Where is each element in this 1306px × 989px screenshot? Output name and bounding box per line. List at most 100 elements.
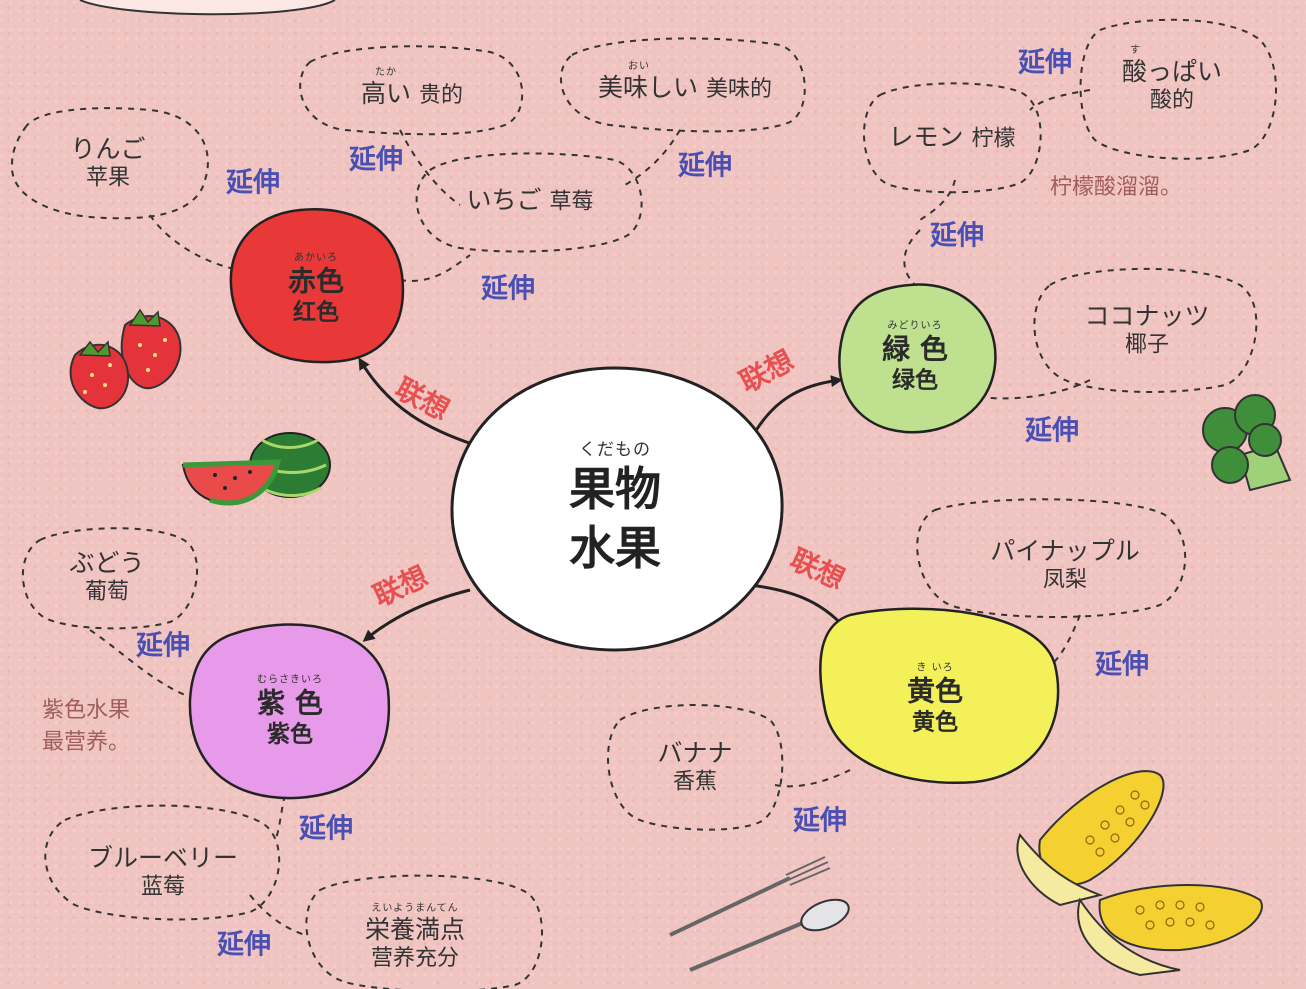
nutrition-label: えいようまんてん 栄養満点 营养充分: [365, 903, 465, 973]
blueberry-label: ブルーベリー 蓝莓: [88, 843, 238, 902]
sour-jp: 酸っぱい: [1121, 57, 1223, 87]
bubble-nutrition: [305, 874, 543, 989]
banana-jp: バナナ: [657, 738, 733, 768]
grape-zh: 葡萄: [84, 579, 130, 605]
extend-tag: 延伸: [299, 813, 353, 845]
bubble-apple: [10, 107, 209, 220]
blueberry-zh: 蓝莓: [140, 874, 186, 900]
nutrition-ruby: えいようまんてん: [371, 903, 459, 915]
banana-label: バナナ 香蕉: [657, 738, 732, 797]
strawberry-label: いちご 草莓: [467, 184, 594, 216]
extend-tag: 延伸: [930, 220, 984, 252]
purple-ruby: むらさきいろ: [257, 674, 323, 686]
lemon-jp: レモン: [888, 122, 964, 152]
strawberry-zh: 草莓: [549, 189, 594, 215]
sour-label: す 酸っぱい 酸的: [1122, 45, 1222, 115]
coconut-jp: ココナッツ: [1084, 301, 1210, 331]
partial-bubble: [79, 0, 336, 16]
yellow-zh: 黄色: [911, 709, 958, 736]
green-jp: 緑 色: [882, 332, 948, 366]
coconut-label: ココナッツ 椰子: [1084, 301, 1209, 360]
bubble-delicious: [559, 37, 806, 133]
grape-label: ぶどう 葡萄: [69, 548, 144, 607]
pineapple-zh: 凤梨: [1042, 567, 1088, 593]
green-ruby: みどりいろ: [887, 320, 943, 332]
center-title-jp: 果物: [569, 461, 661, 516]
lemon-label: レモン 柠檬: [889, 121, 1016, 153]
apple-label: りんご 苹果: [70, 134, 145, 193]
corn-icon: [1016, 770, 1263, 977]
strawberry-jp: いちご: [466, 185, 542, 215]
apple-jp: りんご: [70, 134, 146, 164]
extend-tag: 延伸: [217, 929, 271, 961]
yellow-node-label: き いろ 黄色 黄色: [907, 663, 963, 738]
center-circle: [450, 366, 784, 652]
extend-tag: 延伸: [678, 150, 732, 182]
purple-note: 紫色水果 最营养。: [42, 695, 130, 759]
lemon-note: 柠檬酸溜溜。: [1050, 175, 1183, 200]
purple-node-label: むらさきいろ 紫 色 紫色: [257, 675, 323, 750]
bubble-banana: [607, 704, 784, 831]
bubble-expensive: [299, 45, 524, 136]
purple-jp: 紫 色: [257, 686, 323, 720]
center-title-zh: 水果: [569, 521, 661, 576]
nutrition-zh: 营养充分: [370, 946, 460, 972]
expensive-label: たか 高い 贵的: [361, 67, 463, 110]
purple-blob: [188, 623, 391, 800]
purple-zh: 紫色: [267, 721, 313, 748]
center-ruby: くだもの: [579, 439, 651, 460]
watermelon-icon: [181, 432, 331, 506]
apple-zh: 苹果: [85, 165, 131, 191]
bubble-sour: [1079, 18, 1277, 160]
bubble-strawberry: [415, 152, 643, 253]
lemon-zh: 柠檬: [971, 126, 1016, 152]
grape-jp: ぶどう: [69, 548, 145, 578]
extend-tag: 延伸: [1095, 649, 1149, 681]
extend-tag: 延伸: [136, 630, 190, 662]
coconut-zh: 椰子: [1124, 332, 1170, 358]
green-node-label: みどりいろ 緑 色 绿色: [882, 321, 948, 396]
delicious-ruby: おい: [628, 60, 651, 72]
purple-note-line2: 最营养。: [42, 729, 131, 755]
yellow-jp: 黄色: [906, 674, 964, 708]
extend-tag: 延伸: [1025, 415, 1079, 447]
yellow-ruby: き いろ: [916, 662, 954, 674]
extend-tag: 延伸: [349, 144, 403, 176]
extend-tag: 延伸: [481, 273, 535, 305]
cutlery-icon: [669, 856, 850, 972]
center-node: くだもの 果物 水果: [569, 441, 661, 579]
red-zh: 红色: [292, 299, 339, 326]
broccoli-icon: [1202, 394, 1292, 492]
extend-tag: 延伸: [793, 805, 847, 837]
expensive-ruby: たか: [375, 66, 398, 78]
green-blob: [838, 283, 997, 434]
pineapple-jp: パイナップル: [990, 536, 1140, 566]
expensive-jp: 高い: [361, 78, 412, 108]
pineapple-label: パイナップル 凤梨: [990, 536, 1140, 595]
bubble-pineapple: [916, 498, 1186, 618]
sour-ruby: す: [1129, 45, 1141, 57]
blueberry-jp: ブルーベリー: [87, 843, 239, 873]
associate-arrows: [358, 357, 847, 642]
extend-tag: 延伸: [226, 167, 280, 199]
purple-note-line1: 紫色水果: [42, 698, 131, 723]
expensive-zh: 贵的: [418, 82, 463, 108]
green-zh: 绿色: [892, 367, 938, 394]
bubble-lemon: [863, 82, 1042, 194]
yellow-blob: [819, 607, 1060, 785]
sour-zh: 酸的: [1149, 88, 1195, 114]
red-blob: [229, 208, 405, 364]
strawberry-icon: [69, 308, 182, 410]
extend-connectors: [89, 89, 1091, 936]
nutrition-jp: 栄養満点: [364, 915, 466, 945]
delicious-zh: 美味的: [705, 76, 772, 102]
bubble-grape: [21, 527, 199, 630]
red-ruby: あかいろ: [293, 252, 338, 264]
delicious-jp: 美味しい: [598, 72, 699, 102]
banana-zh: 香蕉: [672, 769, 718, 795]
extend-tag: 延伸: [1018, 47, 1072, 79]
delicious-label: おい 美味しい 美味的: [598, 61, 772, 104]
red-node-label: あかいろ 赤色 红色: [288, 253, 344, 328]
red-jp: 赤色: [287, 264, 345, 298]
